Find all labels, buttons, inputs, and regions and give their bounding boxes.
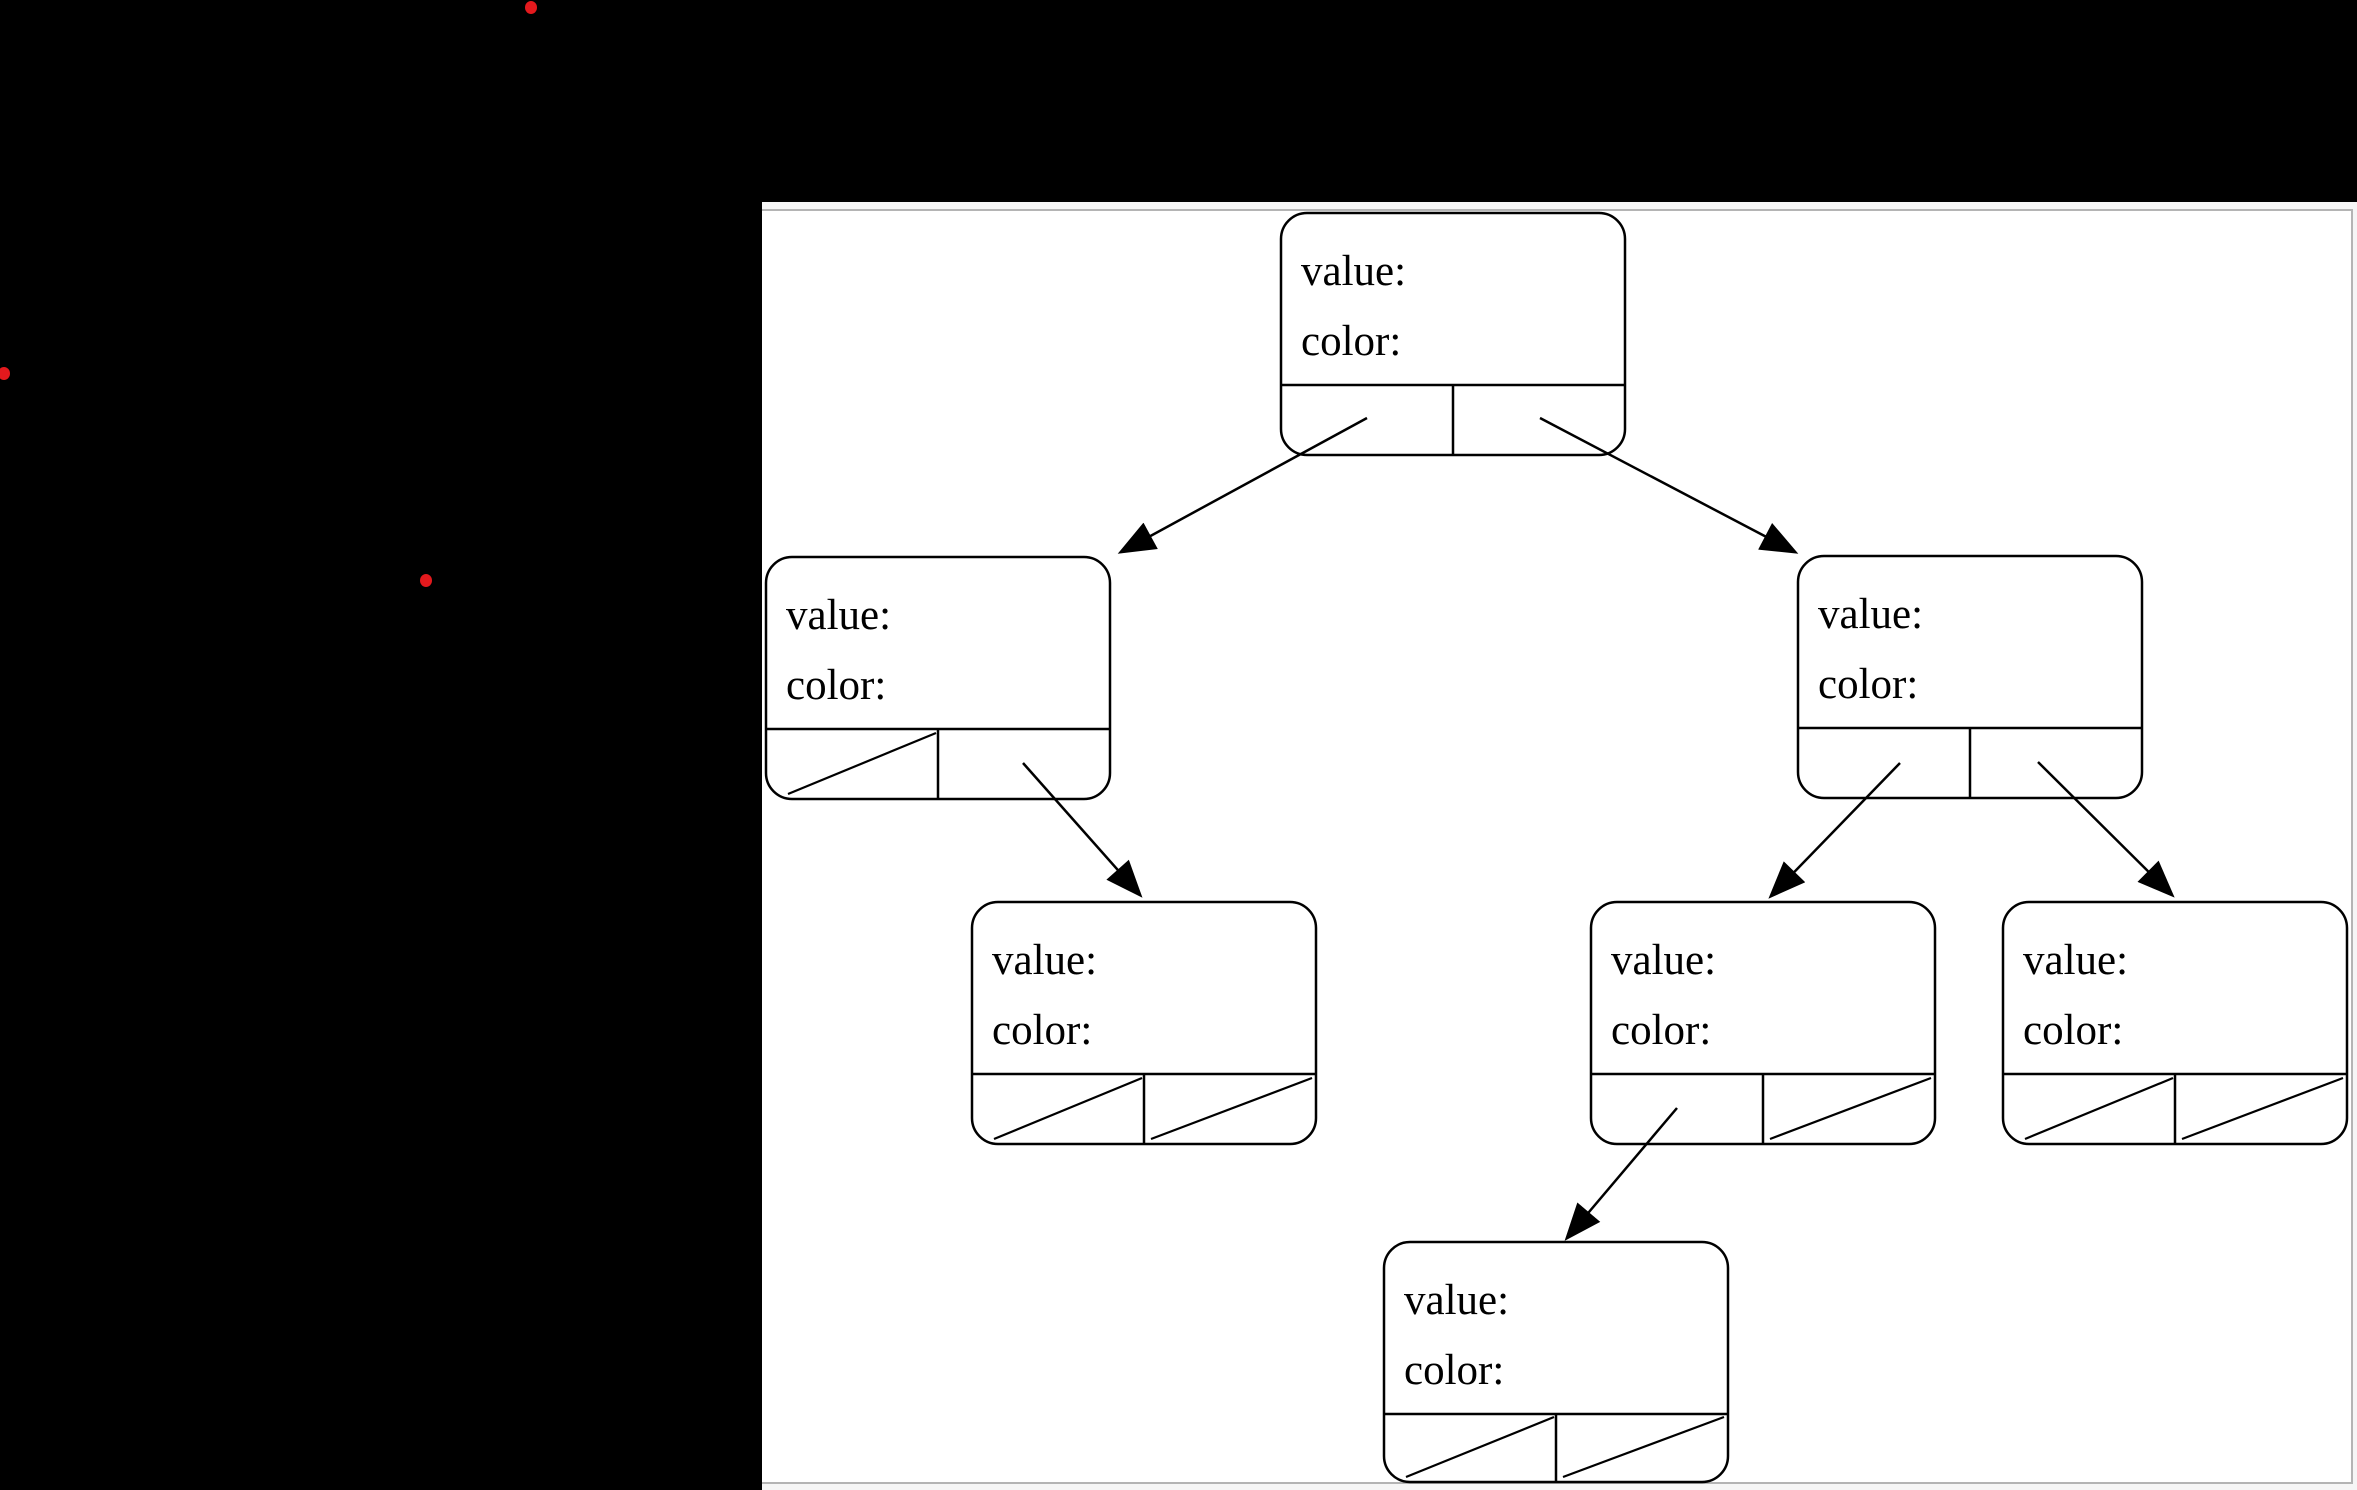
null-pointer-slash: [1769, 1076, 1932, 1141]
cursor-dot: [420, 574, 432, 587]
node-value-label: value:: [1301, 248, 1406, 295]
edge-right-left-grandchild-left: [1564, 1107, 1678, 1241]
cursor-dot: [525, 1, 537, 14]
tree-node-bottom-great-grandchild: value: color:: [1382, 1240, 1730, 1484]
node-color-label: color:: [1611, 1007, 1711, 1054]
null-pointer-slash: [993, 1076, 1143, 1141]
node-color-label: color:: [1301, 318, 1401, 365]
tree-node-left-child: value: color:: [764, 555, 1112, 801]
tree-node-right-right-grandchild: value: color:: [2001, 900, 2349, 1146]
edge-root-left: [1117, 416, 1368, 554]
tree-node-right-child: value: color:: [1796, 554, 2144, 800]
tree-node-left-right-grandchild: value: color:: [970, 900, 1318, 1146]
node-color-label: color:: [2023, 1007, 2123, 1054]
null-pointer-slash: [1150, 1076, 1313, 1141]
edge-root-right: [1539, 416, 1799, 554]
tree-edges: [1022, 416, 2175, 1241]
node-value-label: value:: [1611, 937, 1716, 984]
tree-node-root: value: color:: [1279, 211, 1627, 457]
node-value-label: value:: [1404, 1277, 1509, 1324]
edge-right-child-left: [1768, 762, 1901, 899]
null-pointer-slash: [2024, 1076, 2174, 1141]
null-pointer-slash: [1562, 1415, 1725, 1479]
null-pointer-slash: [1405, 1415, 1555, 1479]
node-value-label: value:: [1818, 591, 1923, 638]
edge-left-child-right: [1022, 762, 1143, 898]
node-color-label: color:: [1404, 1347, 1504, 1394]
node-color-label: color:: [992, 1007, 1092, 1054]
node-value-label: value:: [786, 592, 891, 639]
null-pointer-slash: [787, 731, 937, 796]
node-color-label: color:: [1818, 661, 1918, 708]
null-pointer-slash: [2181, 1076, 2344, 1141]
node-value-label: value:: [2023, 937, 2128, 984]
node-value-label: value:: [992, 937, 1097, 984]
edge-right-child-right: [2037, 761, 2175, 898]
node-color-label: color:: [786, 662, 886, 709]
cursor-dot: [0, 367, 10, 380]
tree-node-right-left-grandchild: value: color:: [1589, 900, 1937, 1146]
